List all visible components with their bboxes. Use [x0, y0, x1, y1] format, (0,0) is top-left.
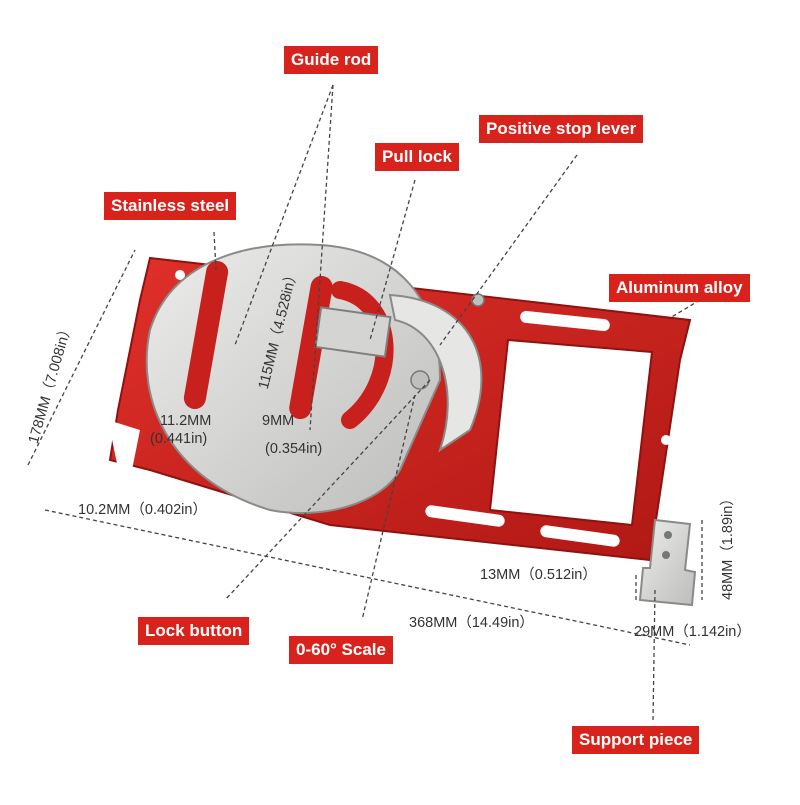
- callout-support-piece: Support piece: [572, 726, 700, 754]
- callout-positive-stop-lever: Positive stop lever: [479, 115, 644, 143]
- callout-scale: 0-60° Scale: [289, 636, 393, 664]
- dim-width-11-2-in: (0.441in): [150, 431, 208, 447]
- dim-length-368: 368MM（14.49in）: [409, 615, 534, 631]
- leader-lines: [27, 84, 703, 721]
- callout-stainless-steel: Stainless steel: [104, 192, 237, 220]
- dim-notch-10-2: 10.2MM（0.402in）: [78, 502, 207, 518]
- callout-lock-button: Lock button: [138, 617, 250, 645]
- support-piece: [638, 518, 697, 607]
- dim-width-11-2-mm: 11.2MM: [160, 413, 212, 429]
- callout-pull-lock: Pull lock: [375, 143, 459, 171]
- stainless-steel-disc: [145, 243, 442, 514]
- dim-width-9-mm: 9MM: [262, 413, 295, 429]
- dim-width-9-in: (0.354in): [265, 441, 323, 457]
- dim-piece-48: 48MM（1.89in）: [720, 491, 736, 600]
- protractor-scale: [388, 293, 485, 453]
- dim-piece-29: 29MM（1.142in）: [634, 624, 751, 640]
- callout-guide-rod: Guide rod: [284, 46, 379, 74]
- dim-piece-13: 13MM（0.512in）: [480, 567, 597, 583]
- callout-aluminum-alloy: Aluminum alloy: [609, 274, 750, 302]
